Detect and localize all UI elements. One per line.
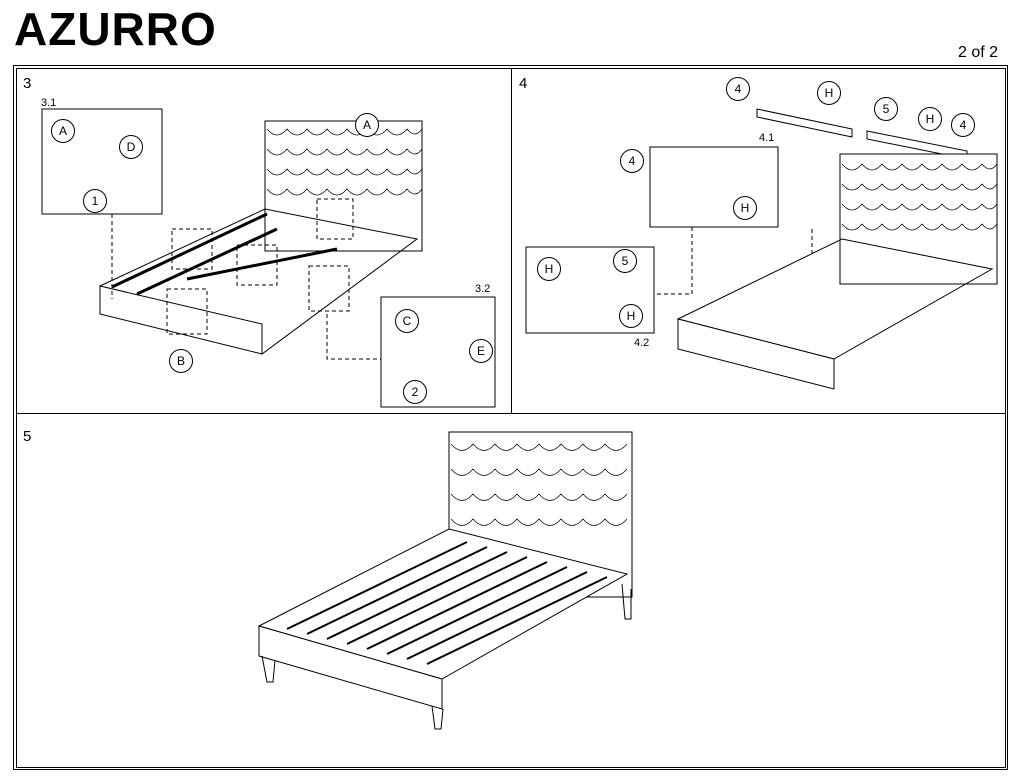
instruction-frame <box>13 65 1008 770</box>
callout-h: H <box>619 304 643 328</box>
callout-a: A <box>355 113 379 137</box>
callout-d: D <box>119 135 143 159</box>
substep-label: 4.2 <box>634 337 650 349</box>
step-number: 4 <box>519 75 528 92</box>
step-4-panel: 4 4.1 4.2 4 H 5 H 4 4 H H 5 H <box>511 68 1006 414</box>
bed-frame-assembly-drawing <box>41 108 496 408</box>
callout-e: E <box>469 339 493 363</box>
callout-h: H <box>817 81 841 105</box>
assembled-bed-drawing <box>257 431 633 730</box>
step-number: 5 <box>23 428 32 445</box>
product-title: AZURRO <box>14 3 217 55</box>
step-3-panel: 3 3.1 3.2 A D 1 A B C E 2 <box>16 68 512 414</box>
callout-c: C <box>395 309 419 333</box>
callout-5: 5 <box>874 97 898 121</box>
page-indicator: 2 of 2 <box>958 44 999 61</box>
callout-h: H <box>733 196 757 220</box>
callout-5: 5 <box>613 249 637 273</box>
callout-1: 1 <box>83 189 107 213</box>
substep-label: 3.1 <box>41 97 57 109</box>
step-number: 3 <box>23 75 32 92</box>
callout-a: A <box>51 119 75 143</box>
slat-assembly-drawing <box>525 108 998 390</box>
substep-label: 3.2 <box>475 283 491 295</box>
callout-4: 4 <box>726 77 750 101</box>
step-5-panel: 5 <box>16 413 1006 768</box>
callout-4: 4 <box>620 149 644 173</box>
callout-2: 2 <box>403 380 427 404</box>
callout-h: H <box>918 107 942 131</box>
callout-h: H <box>537 257 561 281</box>
callout-4: 4 <box>951 113 975 137</box>
callout-b: B <box>169 349 193 373</box>
substep-label: 4.1 <box>759 132 775 144</box>
